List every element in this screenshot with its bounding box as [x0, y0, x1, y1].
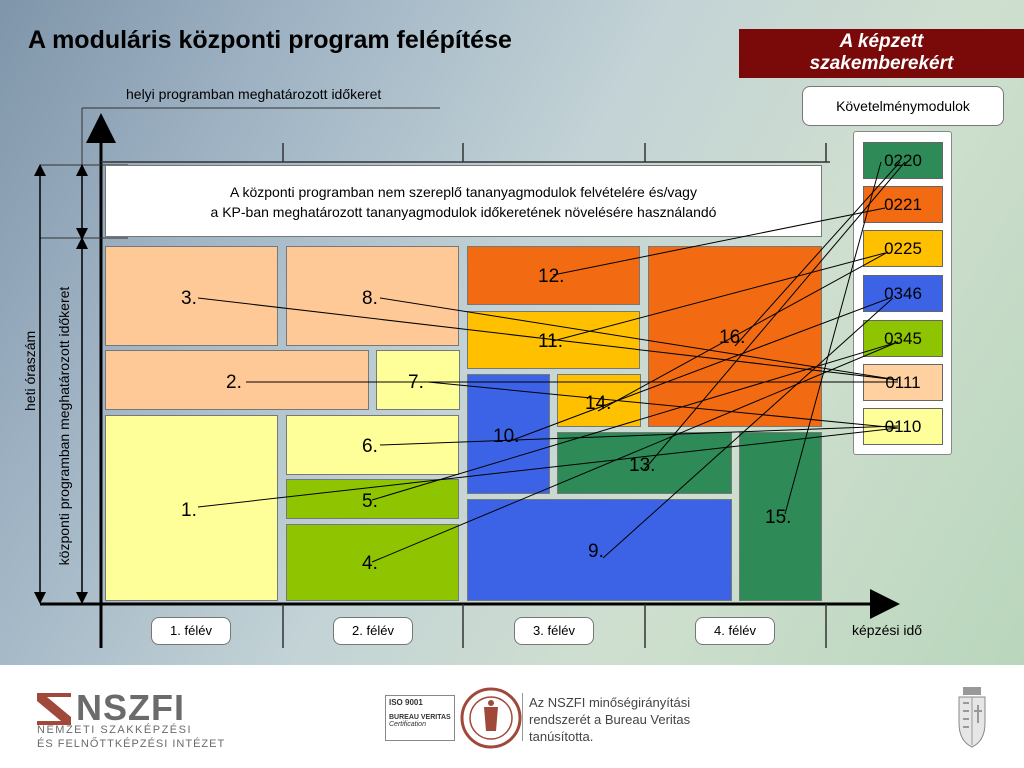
semester-label-2: 2. félév: [333, 617, 413, 645]
weekly-hours-label: heti óraszám: [22, 330, 38, 411]
block-label-8: 8.: [362, 288, 378, 309]
footer: NSZFI NEMZETI SZAKKÉPZÉSI ÉS FELNŐTTKÉPZ…: [0, 665, 1024, 768]
cert-iso: ISO 9001: [389, 698, 423, 707]
block-label-3: 3.: [181, 288, 197, 309]
slogan-text: A képzett szakemberekért: [809, 31, 954, 74]
module-code-text: 0220: [884, 151, 922, 170]
block-label-4: 4.: [362, 553, 378, 574]
module-code-text: 0110: [884, 417, 922, 436]
page-title: A moduláris központi program felépítése: [28, 26, 512, 54]
block-label-12: 12.: [538, 266, 565, 287]
slide-canvas: A moduláris központi program felépítése …: [0, 0, 1024, 665]
logo-text: NSZFI: [76, 687, 185, 728]
module-code-0225: 0225: [863, 230, 943, 267]
block-label-16: 16.: [719, 327, 746, 348]
semester-label-3: 3. félév: [514, 617, 594, 645]
nszfi-logo-icon: [37, 693, 71, 725]
block-label-15: 15.: [765, 507, 792, 528]
coat-of-arms: [955, 683, 989, 758]
axes-layer: [34, 107, 900, 648]
block-label-11: 11.: [538, 331, 564, 352]
coat-of-arms-icon: [958, 687, 986, 748]
training-time-label: képzési idő: [852, 622, 923, 638]
block-label-2: 2.: [226, 372, 242, 393]
quality-line-3: tanúsította.: [529, 729, 594, 744]
bureau-veritas-seal-icon: [460, 687, 522, 749]
module-code-text: 0221: [884, 195, 922, 214]
block-label-6: 6.: [362, 436, 378, 457]
module-code-text: 0345: [884, 329, 922, 348]
module-code-0110: 0110: [863, 408, 943, 445]
module-code-0346: 0346: [863, 275, 943, 312]
notice-line-1: A központi programban nem szereplő tanan…: [230, 184, 697, 200]
module-code-text: 0111: [885, 373, 921, 392]
module-code-0111: 0111: [863, 364, 943, 401]
org-name-line-2: ÉS FELNŐTTKÉPZÉSI INTÉZET: [37, 738, 226, 750]
block-label-13: 13.: [629, 455, 656, 476]
block-label-10: 10.: [493, 426, 520, 447]
block-label-1: 1.: [181, 500, 197, 521]
quality-line-2: rendszerét a Bureau Veritas: [529, 712, 691, 727]
module-code-text: 0346: [884, 284, 922, 303]
module-code-0345: 0345: [863, 320, 943, 357]
central-timeframe-label: központi programban meghatározott időker…: [56, 286, 72, 566]
module-code-text: 0225: [884, 239, 922, 258]
semester-label-1: 1. félév: [151, 617, 231, 645]
certification-box: ISO 9001 BUREAU VERITAS Certification: [385, 695, 455, 741]
notice-box: A központi programban nem szereplő tanan…: [105, 165, 822, 237]
footer-divider: [522, 693, 523, 741]
semester-label-4: 4. félév: [695, 617, 775, 645]
block-label-14: 14.: [585, 393, 612, 414]
slogan-banner: A képzett szakemberekért: [739, 29, 1024, 78]
quality-line-1: Az NSZFI minőségirányítási: [529, 695, 691, 710]
cert-certification: Certification: [389, 721, 426, 728]
nszfi-logo: [37, 693, 71, 730]
block-label-9: 9.: [588, 541, 604, 562]
module-code-0220: 0220: [863, 142, 943, 179]
module-code-0221: 0221: [863, 186, 943, 223]
local-timeframe-label: helyi programban meghatározott időkeret: [126, 86, 382, 102]
quality-statement: Az NSZFI minőségirányítási rendszerét a …: [529, 694, 690, 745]
requirements-header: Követelménymodulok: [802, 86, 1004, 126]
cert-bureau: BUREAU VERITAS: [389, 714, 451, 721]
block-label-5: 5.: [362, 491, 378, 512]
block-label-7: 7.: [408, 372, 424, 393]
notice-line-2: a KP-ban meghatározott tananyagmodulok i…: [210, 204, 717, 220]
org-name-line-1: NEMZETI SZAKKÉPZÉSI: [37, 724, 193, 736]
bureau-veritas-seal: [460, 687, 522, 754]
